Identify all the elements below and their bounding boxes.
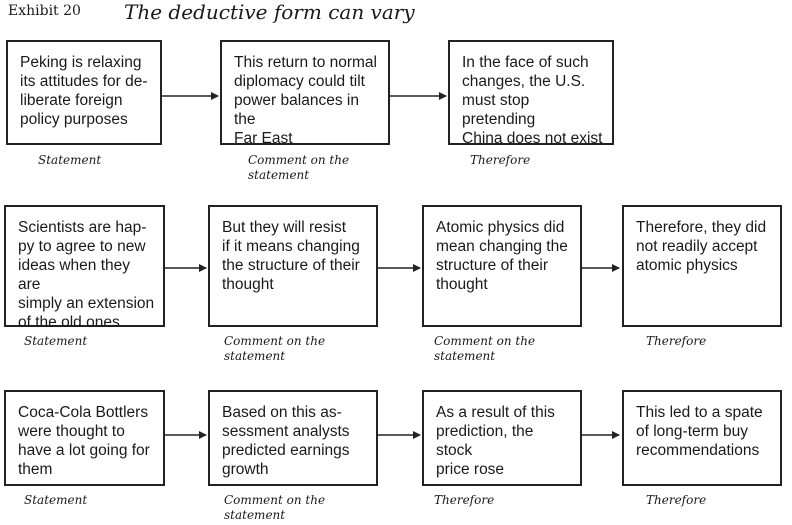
caption-r3-1: Statement	[24, 493, 88, 507]
caption-r2-2: Comment on the statement	[224, 334, 326, 363]
caption-r3-3: Therefore	[434, 493, 495, 507]
caption-r1-1: Statement	[38, 153, 102, 167]
flow-box-r2-4: Therefore, they did not readily accept a…	[622, 205, 782, 327]
flow-box-r2-2: But they will resist if it means changin…	[208, 205, 378, 327]
flow-box-r3-2: Based on this as- sessment analysts pred…	[208, 390, 378, 486]
caption-r2-4: Therefore	[646, 334, 707, 348]
exhibit-title: The deductive form can vary	[124, 0, 415, 24]
caption-r3-2: Comment on the statement	[224, 493, 326, 522]
caption-r2-3: Comment on the statement	[434, 334, 536, 363]
flow-box-r1-2: This return to normal diplomacy could ti…	[220, 40, 390, 147]
flow-box-r3-4: This led to a spate of long-term buy rec…	[622, 390, 782, 486]
flow-box-r1-1: Peking is relaxing its attitudes for de-…	[6, 40, 162, 145]
caption-r1-3: Therefore	[470, 153, 531, 167]
exhibit-number: Exhibit 20	[8, 3, 81, 19]
flow-box-r3-3: As a result of this prediction, the stoc…	[422, 390, 582, 486]
flow-box-r3-1: Coca-Cola Bottlers were thought to have …	[4, 390, 165, 486]
caption-r2-1: Statement	[24, 334, 88, 348]
flow-box-r2-1: Scientists are hap- py to agree to new i…	[4, 205, 165, 331]
caption-r1-2: Comment on the statement	[248, 153, 350, 182]
flow-box-r1-3: In the face of such changes, the U.S. mu…	[448, 40, 614, 147]
caption-r3-4: Therefore	[646, 493, 707, 507]
flow-box-r2-3: Atomic physics did mean changing the str…	[422, 205, 582, 327]
